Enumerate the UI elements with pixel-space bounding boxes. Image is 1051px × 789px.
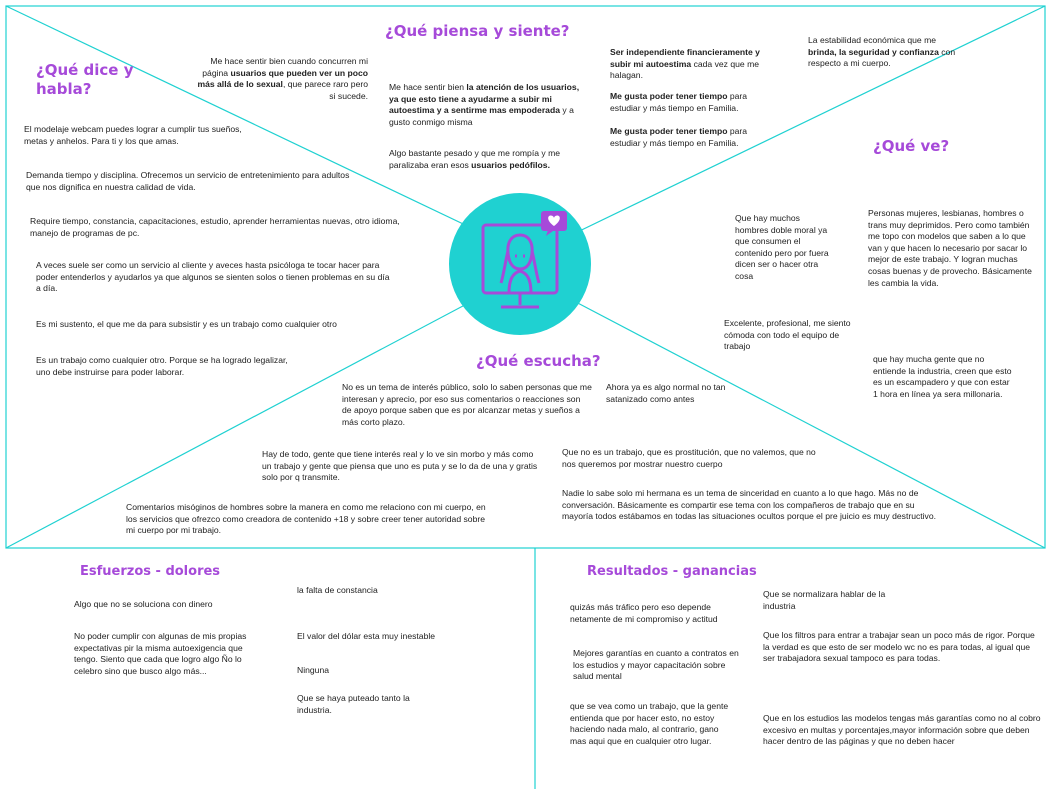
resultados-note-5: Que los filtros para entrar a trabajar s… xyxy=(763,630,1035,664)
esfuerzos-note-5: Ninguna xyxy=(297,665,330,675)
ve-note-1: Que hay muchos hombres doble moral ya qu… xyxy=(735,213,829,281)
piensa-note-1: Me hace sentir bien cuando concurren mi … xyxy=(197,56,368,101)
ve-note-4: que hay mucha gente que no entiende la i… xyxy=(873,354,1012,399)
esfuerzos-note-6: Que se haya puteado tanto la industria. xyxy=(297,693,410,715)
piensa-note-7: La estabilidad económica que me brinda, … xyxy=(808,35,956,69)
piensa-note-4: Ser independiente financieramente y subi… xyxy=(610,47,760,81)
escucha-note-2: Ahora ya es algo normal no tan satanizad… xyxy=(606,382,726,404)
dice-note-2: Demanda tiempo y disciplina. Ofrecemos u… xyxy=(26,170,350,192)
piensa-note-2: Me hace sentir bien la atención de los u… xyxy=(389,82,580,127)
diagonal-top-left xyxy=(5,5,481,233)
resultados-note-3: que se vea como un trabajo, que la gente… xyxy=(570,701,729,746)
heading-que-ve: ¿Qué ve? xyxy=(873,137,950,155)
heading-piensa-siente: ¿Qué piensa y siente? xyxy=(385,22,570,40)
webcam-model-monitor-icon xyxy=(481,211,567,309)
center-persona-circle xyxy=(449,193,591,335)
piensa-note-6: Me gusta poder tener tiempo para estudia… xyxy=(610,126,748,148)
piensa-note-5: Me gusta poder tener tiempo para estudia… xyxy=(610,91,748,113)
empathy-map-border xyxy=(5,5,1046,549)
dice-note-3: Require tiempo, constancia, capacitacion… xyxy=(30,216,400,238)
heading-que-escucha: ¿Qué escucha? xyxy=(476,352,601,370)
resultados-note-1: quizás más tráfico pero eso depende neta… xyxy=(570,602,718,624)
esfuerzos-note-1: Algo que no se soluciona con dinero xyxy=(74,599,213,609)
heading-dice-habla: ¿Qué dice y habla? xyxy=(36,61,134,98)
escucha-note-4: Que no es un trabajo, que es prostitució… xyxy=(562,447,816,469)
resultados-note-2: Mejores garantías en cuanto a contratos … xyxy=(573,648,739,682)
esfuerzos-note-3: la falta de constancia xyxy=(297,585,378,595)
diagonal-top-right xyxy=(564,5,1046,239)
escucha-note-6: Nadie lo sabe solo mi hermana es un tema… xyxy=(562,488,937,522)
esfuerzos-note-2: No poder cumplir con algunas de mis prop… xyxy=(74,631,247,676)
escucha-note-5: Comentarios misóginos de hombres sobre l… xyxy=(126,502,486,536)
resultados-note-4: Que se normalizara hablar de la industri… xyxy=(763,589,886,611)
dice-note-4: A veces suele ser como un servicio al cl… xyxy=(36,260,390,294)
esfuerzos-note-4: El valor del dólar esta muy inestable xyxy=(297,631,436,641)
heading-esfuerzos-dolores: Esfuerzos - dolores xyxy=(80,564,221,579)
diagonal-bottom-right xyxy=(571,299,1046,549)
heading-resultados-ganancias: Resultados - ganancias xyxy=(587,564,757,579)
dice-note-1: El modelaje webcam puedes lograr a cumpl… xyxy=(24,124,242,146)
resultados-note-6: Que en los estudios las modelos tengas m… xyxy=(763,713,1041,747)
ve-note-3: Excelente, profesional, me siento cómoda… xyxy=(724,318,851,352)
escucha-note-3: Hay de todo, gente que tiene interés rea… xyxy=(262,449,538,483)
ve-note-2: Personas mujeres, lesbianas, hombres o t… xyxy=(868,208,1032,288)
piensa-note-3: Algo bastante pesado y que me rompía y m… xyxy=(389,148,561,170)
dice-note-5: Es mi sustento, el que me da para subsis… xyxy=(36,319,337,329)
dice-note-6: Es un trabajo como cualquier otro. Porqu… xyxy=(36,355,288,377)
diagonal-bottom-left xyxy=(5,297,479,549)
escucha-note-1: No es un tema de interés público, solo l… xyxy=(342,382,592,427)
